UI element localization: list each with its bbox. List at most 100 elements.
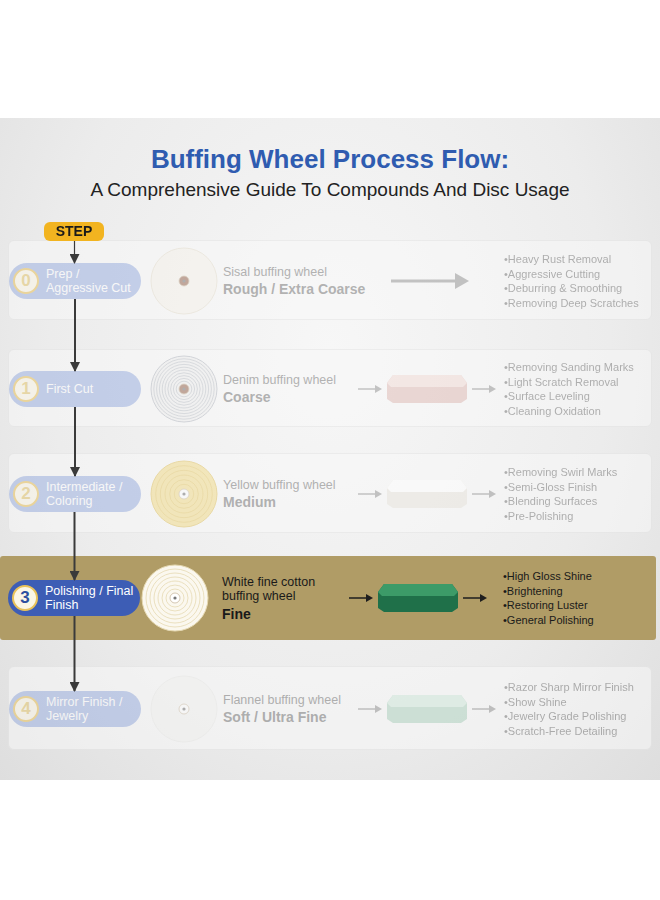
wheel-grade: Soft / Ultra Fine (223, 710, 373, 725)
wheel-grade: Rough / Extra Coarse (223, 282, 373, 297)
wheel-stitch-ring (176, 381, 192, 397)
compound-bar (387, 695, 467, 723)
process-arrow-head (375, 490, 382, 498)
step-name: Prep / Aggressive Cut (46, 267, 137, 296)
compound-bar (378, 584, 458, 612)
wheel-arbor-hole (182, 279, 185, 282)
benefit-item: •High Gloss Shine (503, 569, 653, 584)
step-name: Intermediate / Coloring (46, 480, 137, 509)
wheel-stitch-ring (162, 367, 206, 411)
wheel-hub (179, 384, 189, 394)
benefit-list: •Removing Sanding Marks•Light Scratch Re… (504, 360, 654, 418)
process-arrow-head (489, 705, 496, 713)
flow-arrow (74, 241, 75, 263)
wheel-stitch-ring (159, 364, 208, 413)
wheel-stitch-ring (171, 376, 198, 403)
buffing-wheel (151, 356, 217, 422)
process-arrow-head (489, 490, 496, 498)
benefit-item: •Removing Sanding Marks (504, 360, 654, 375)
process-arrow (472, 388, 491, 390)
wheel-hub (170, 593, 180, 603)
step-pill: 2Intermediate / Coloring (9, 476, 141, 512)
step-pill: 1First Cut (9, 371, 141, 407)
wheel-stitch-ring (174, 484, 193, 503)
wheel-name: White fine cotton buffing wheel (222, 575, 350, 604)
wheel-hub (179, 704, 189, 714)
wheel-hub (179, 276, 189, 286)
process-arrow-head (375, 705, 382, 713)
buffing-wheel (151, 676, 217, 742)
wheel-stitch-ring (158, 581, 192, 615)
wheel-arbor-hole (182, 387, 185, 390)
wheel-name: Denim buffing wheel (223, 373, 351, 387)
benefit-item: •Aggressive Cutting (504, 267, 654, 282)
benefit-item: •Blending Surfaces (504, 494, 654, 509)
step-band: Sisal buffing wheelRough / Extra Coarse •… (8, 240, 652, 320)
buffing-wheel (151, 461, 217, 527)
step-number: 0 (13, 268, 39, 294)
wheel-stitch-ring (165, 370, 203, 408)
flow-arrow (74, 512, 76, 580)
benefit-item: •Razor Sharp Mirror Finish (504, 680, 654, 695)
benefit-item: •Show Shine (504, 695, 654, 710)
step-number: 4 (13, 696, 39, 722)
wheel-grade: Fine (222, 607, 372, 622)
benefit-item: •Removing Deep Scratches (504, 296, 654, 311)
benefit-item: •Removing Swirl Marks (504, 465, 654, 480)
wheel-stitch-ring (156, 466, 213, 523)
step-pill: 0 Prep / Aggressive Cut (9, 263, 141, 299)
compound-bar-top (387, 480, 467, 492)
compound-bar-top (387, 695, 467, 707)
compound-bar (387, 480, 467, 508)
benefit-list: •Removing Swirl Marks•Semi-Gloss Finish•… (504, 465, 654, 523)
wheel-stitch-ring (170, 480, 199, 509)
step-name: Polishing / Final Finish (45, 584, 136, 613)
wheel-grade: Medium (223, 495, 373, 510)
wheel-arbor-hole (173, 596, 176, 599)
buffing-wheel (151, 248, 217, 314)
wheel-name: Flannel buffing wheel (223, 693, 351, 707)
process-arrow (349, 597, 368, 599)
buffing-wheel (142, 565, 208, 631)
step-tag-text: STEP (56, 223, 93, 239)
process-arrow-head (375, 385, 382, 393)
benefit-item: •Surface Leveling (504, 389, 654, 404)
diagram-title: Buffing Wheel Process Flow: (0, 144, 660, 175)
flow-arrow (74, 407, 76, 476)
benefit-item: •Light Scratch Removal (504, 375, 654, 390)
step-pill: 4Mirror Finish / Jewelry (9, 691, 141, 727)
compound-bar-top (378, 584, 458, 596)
process-arrow (472, 708, 491, 710)
process-arrow (391, 280, 459, 283)
benefit-item: •Restoring Luster (503, 598, 653, 613)
step-name: First Cut (46, 382, 137, 396)
wheel-stitch-ring (146, 569, 204, 627)
wheel-stitch-ring (165, 475, 203, 513)
benefit-item: •General Polishing (503, 613, 653, 628)
step-number: 3 (12, 585, 38, 611)
flow-arrow (74, 616, 76, 691)
wheel-arbor-hole (182, 707, 185, 710)
compound-bar-top (387, 375, 467, 387)
step-band: Flannel buffing wheelSoft / Ultra Fine •R… (8, 666, 652, 750)
process-arrow (463, 597, 482, 599)
wheel-name: Sisal buffing wheel (223, 265, 351, 279)
step-tag: STEP (44, 222, 104, 241)
wheel-stitch-ring (160, 470, 207, 517)
wheel-stitch-ring (173, 378, 194, 399)
wheel-stitch-ring (168, 373, 200, 405)
benefit-item: •Cleaning Oxidation (504, 404, 654, 419)
flow-arrow (74, 299, 76, 371)
wheel-stitch-ring (162, 585, 188, 611)
benefit-item: •Jewelry Grade Polishing (504, 709, 654, 724)
benefit-item: •Heavy Rust Removal (504, 252, 654, 267)
process-arrow (472, 493, 491, 495)
wheel-stitch-ring (154, 577, 196, 619)
benefit-item: •Semi-Gloss Finish (504, 480, 654, 495)
benefit-item: •Scratch-Free Detailing (504, 724, 654, 739)
step-band: Yellow buffing wheelMedium•Removing Swir… (8, 453, 652, 533)
highlighted-step-band: White fine cotton buffing wheelFine •High… (0, 556, 656, 640)
process-arrow (358, 388, 377, 390)
